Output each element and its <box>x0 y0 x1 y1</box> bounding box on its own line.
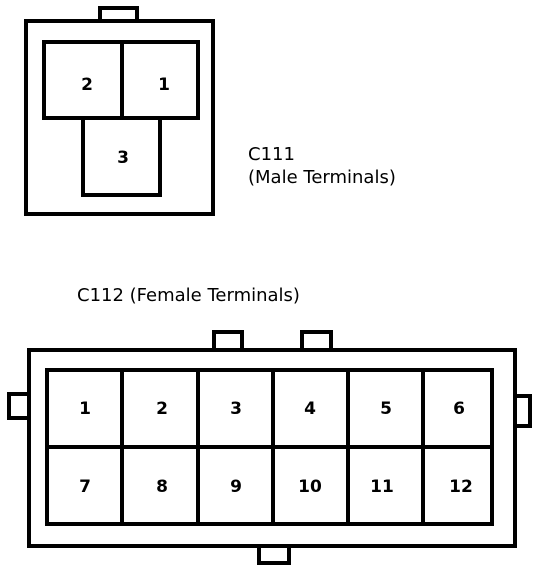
c112-latch-tab-right <box>515 394 532 428</box>
connector-c112: 1 2 3 4 5 6 7 8 9 10 11 12 <box>7 330 532 565</box>
c112-pin-label: 6 <box>453 399 465 419</box>
c112-latch-tab-left <box>7 392 29 420</box>
c111-latch-tab <box>98 6 139 22</box>
c112-pin-label: 8 <box>156 477 168 497</box>
c112-latch-tab-top-left <box>212 330 244 350</box>
c112-latch-tab-bottom <box>257 546 291 565</box>
c111-pin-label: 2 <box>81 75 93 95</box>
c112-pin-label: 12 <box>449 477 473 497</box>
c111-pin-label: 3 <box>117 148 129 168</box>
c111-cavity-3 <box>81 116 162 197</box>
connector-c111: 2 1 3 <box>24 6 215 216</box>
c112-latch-tab-top-right <box>300 330 333 350</box>
c111-name: C111 <box>248 144 295 165</box>
c112-pin-label: 9 <box>230 477 242 497</box>
c111-pin-label: 1 <box>158 75 170 95</box>
c111-housing <box>24 19 215 216</box>
c112-pin-label: 11 <box>370 477 394 497</box>
c112-caption: C112 (Female Terminals) <box>77 285 300 306</box>
c111-terminal-type: (Male Terminals) <box>248 167 396 188</box>
c112-pin-label: 3 <box>230 399 242 419</box>
c112-pin-label: 5 <box>380 399 392 419</box>
c112-pin-label: 4 <box>304 399 316 419</box>
c112-pin-label: 10 <box>298 477 322 497</box>
c112-pin-label: 1 <box>79 399 91 419</box>
c112-pin-label: 7 <box>79 477 91 497</box>
c112-housing <box>27 348 517 548</box>
c112-pin-label: 2 <box>156 399 168 419</box>
